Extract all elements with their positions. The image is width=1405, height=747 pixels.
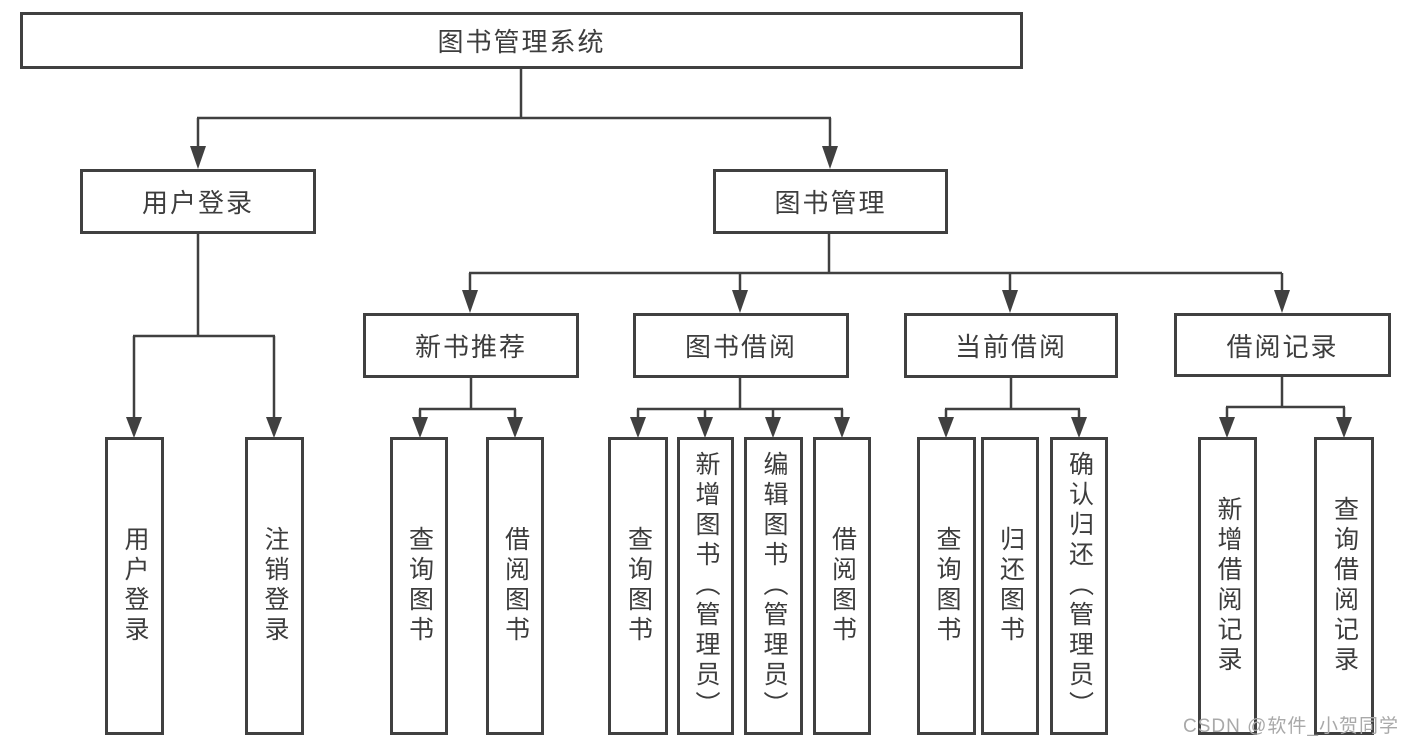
node-book-management: 图书管理: [713, 169, 948, 234]
leaf-add-books-admin: 新增图书（管理员）: [677, 437, 734, 735]
leaf-logout: 注销登录: [245, 437, 304, 735]
leaf-user-login: 用户登录: [105, 437, 164, 735]
node-new-book-recommend: 新书推荐: [363, 313, 579, 378]
node-borrow-records: 借阅记录: [1174, 313, 1391, 377]
leaf-recommend-query-books: 查询图书: [390, 437, 448, 735]
leaf-edit-books-admin: 编辑图书（管理员）: [744, 437, 803, 735]
leaf-return-books: 归还图书: [981, 437, 1039, 735]
leaf-confirm-return-admin: 确认归还（管理员）: [1050, 437, 1108, 735]
node-root-system: 图书管理系统: [20, 12, 1023, 69]
leaf-add-borrow-record: 新增借阅记录: [1198, 437, 1257, 735]
node-user-login: 用户登录: [80, 169, 316, 234]
csdn-watermark: CSDN @软件_小贺同学: [1183, 716, 1399, 737]
leaf-borrow-query-books: 查询图书: [608, 437, 668, 735]
arrowheads: [126, 146, 1352, 438]
leaf-query-borrow-record: 查询借阅记录: [1314, 437, 1374, 735]
node-current-borrow: 当前借阅: [904, 313, 1118, 378]
leaf-current-query-books: 查询图书: [917, 437, 976, 735]
node-book-borrow: 图书借阅: [633, 313, 849, 378]
leaf-recommend-borrow-books: 借阅图书: [486, 437, 544, 735]
leaf-borrow-books: 借阅图书: [813, 437, 871, 735]
